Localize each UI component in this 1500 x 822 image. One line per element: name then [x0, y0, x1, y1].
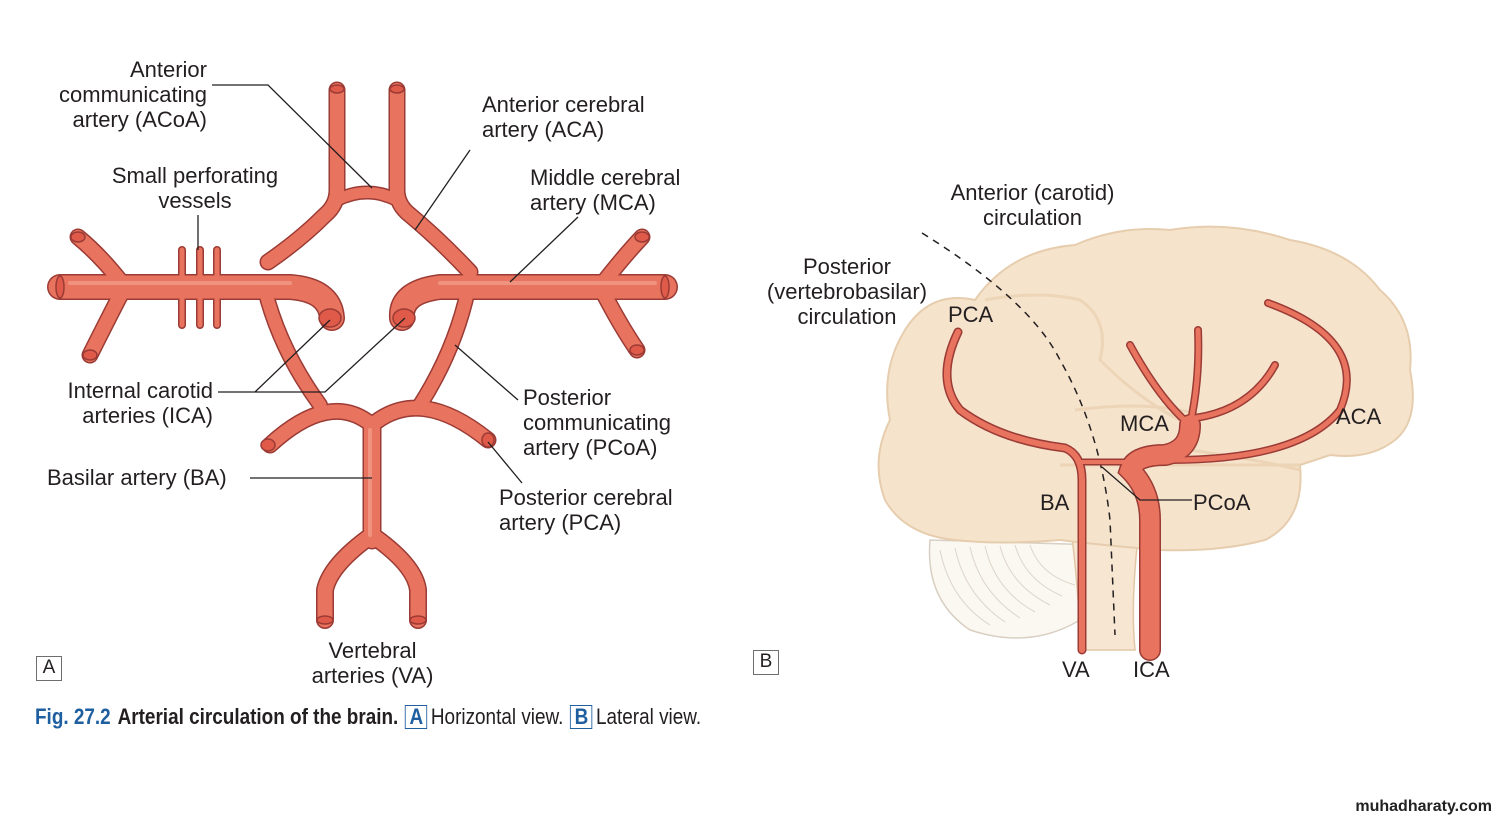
brainstem	[1069, 519, 1141, 651]
caption-panel-a-desc: Horizontal view.	[430, 704, 564, 729]
label-acoa: Anterior communicating artery (ACoA)	[59, 57, 207, 132]
label-pca-lateral: PCA	[948, 302, 994, 327]
label-va-lateral: VA	[1062, 657, 1090, 682]
vessel-end-caps	[55, 84, 670, 625]
panel-a-leader-lines	[197, 84, 579, 484]
figure-title: Arterial circulation of the brain.	[117, 704, 399, 729]
label-mca: Middle cerebral artery (MCA)	[530, 165, 681, 215]
panel-b-diagram	[877, 225, 1414, 661]
label-ica-lateral: ICA	[1133, 657, 1170, 682]
label-anterior-circulation: Anterior (carotid) circulation	[950, 180, 1115, 230]
label-pca: Posterior cerebral artery (PCA)	[499, 485, 673, 535]
label-small-perforating-vessels: Small perforating vessels	[111, 163, 279, 213]
label-vertebral-arteries: Vertebral arteries (VA)	[311, 638, 434, 688]
label-ica: Internal carotid arteries (ICA)	[67, 378, 213, 428]
panel-b-letter: B	[753, 650, 779, 675]
caption-panel-b-letter: B	[570, 705, 593, 729]
cerebellum	[928, 539, 1104, 639]
label-pcoa: Posterior communicating artery (PCoA)	[523, 385, 671, 460]
label-basilar-artery: Basilar artery (BA)	[47, 465, 227, 490]
circulation-boundary-dashed-line	[921, 232, 1116, 636]
lateral-arteries	[942, 299, 1351, 661]
caption-panel-a-letter: A	[405, 705, 428, 729]
watermark: muhadharaty.com	[1355, 798, 1492, 815]
label-pcoa-lateral: PCoA	[1193, 490, 1251, 515]
label-ba-lateral: BA	[1040, 490, 1070, 515]
label-aca-lateral: ACA	[1336, 404, 1382, 429]
panel-a-letter: A	[36, 656, 62, 681]
caption-panel-b-desc: Lateral view.	[595, 704, 702, 729]
pcoa-lateral-leader-line	[1101, 466, 1192, 501]
panel-a-diagram	[47, 81, 678, 629]
figure-number: Fig. 27.2	[35, 704, 111, 729]
label-mca-lateral: MCA	[1120, 411, 1169, 436]
label-posterior-circulation: Posterior (vertebrobasilar) circulation	[766, 254, 928, 329]
label-aca: Anterior cerebral artery (ACA)	[482, 92, 645, 142]
